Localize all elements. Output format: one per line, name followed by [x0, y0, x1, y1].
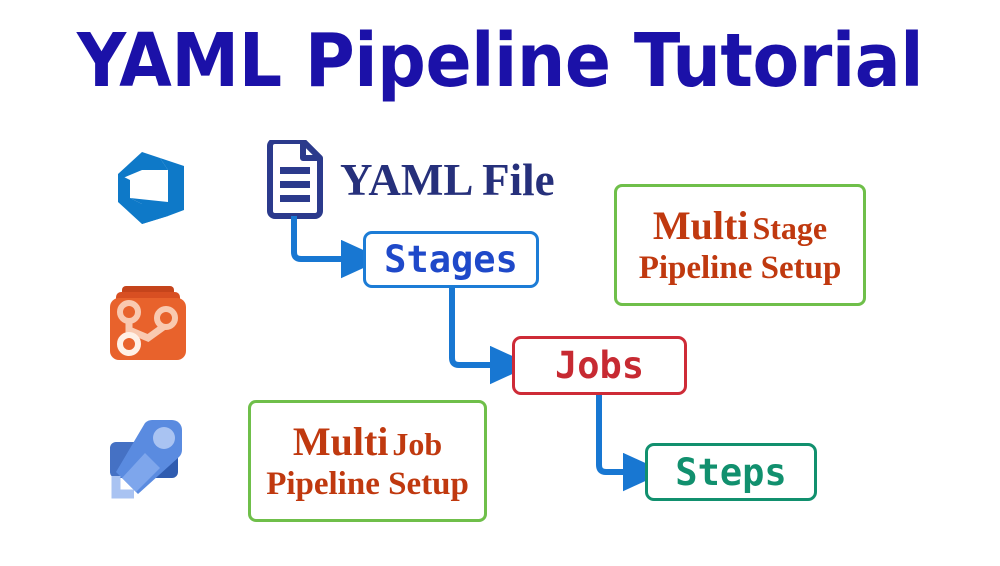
callout-multi-stage: Multi Stage Pipeline Setup — [614, 184, 866, 306]
azure-repos-logo-icon — [100, 278, 196, 374]
connector-yaml-to-stages — [291, 216, 383, 279]
connector-jobs-to-steps — [596, 395, 665, 492]
azure-devops-logo-icon — [98, 140, 194, 236]
node-jobs[interactable]: Jobs — [512, 336, 687, 395]
callout-multi-job-word-job: Job — [392, 425, 443, 462]
callout-multi-stage-word-stage: Stage — [752, 209, 828, 246]
node-steps[interactable]: Steps — [645, 443, 817, 501]
callout-multi-stage-line2: Pipeline Setup — [638, 249, 842, 286]
callout-multi-stage-line1: Multi Stage — [652, 202, 828, 248]
connector-stages-to-jobs — [449, 288, 532, 385]
callout-multi-job: Multi Job Pipeline Setup — [248, 400, 487, 522]
callout-multi-job-word-multi: Multi — [292, 418, 389, 464]
callout-multi-job-line1: Multi Job — [292, 418, 443, 464]
callout-multi-stage-word-multi: Multi — [652, 202, 749, 248]
azure-pipelines-logo-icon — [100, 410, 196, 506]
yaml-file-node: YAML File — [262, 138, 555, 220]
page-title: YAML Pipeline Tutorial — [76, 18, 924, 104]
document-icon — [262, 138, 328, 220]
node-stages[interactable]: Stages — [363, 231, 539, 288]
callout-multi-job-line2: Pipeline Setup — [266, 465, 469, 502]
yaml-file-label: YAML File — [340, 155, 555, 205]
